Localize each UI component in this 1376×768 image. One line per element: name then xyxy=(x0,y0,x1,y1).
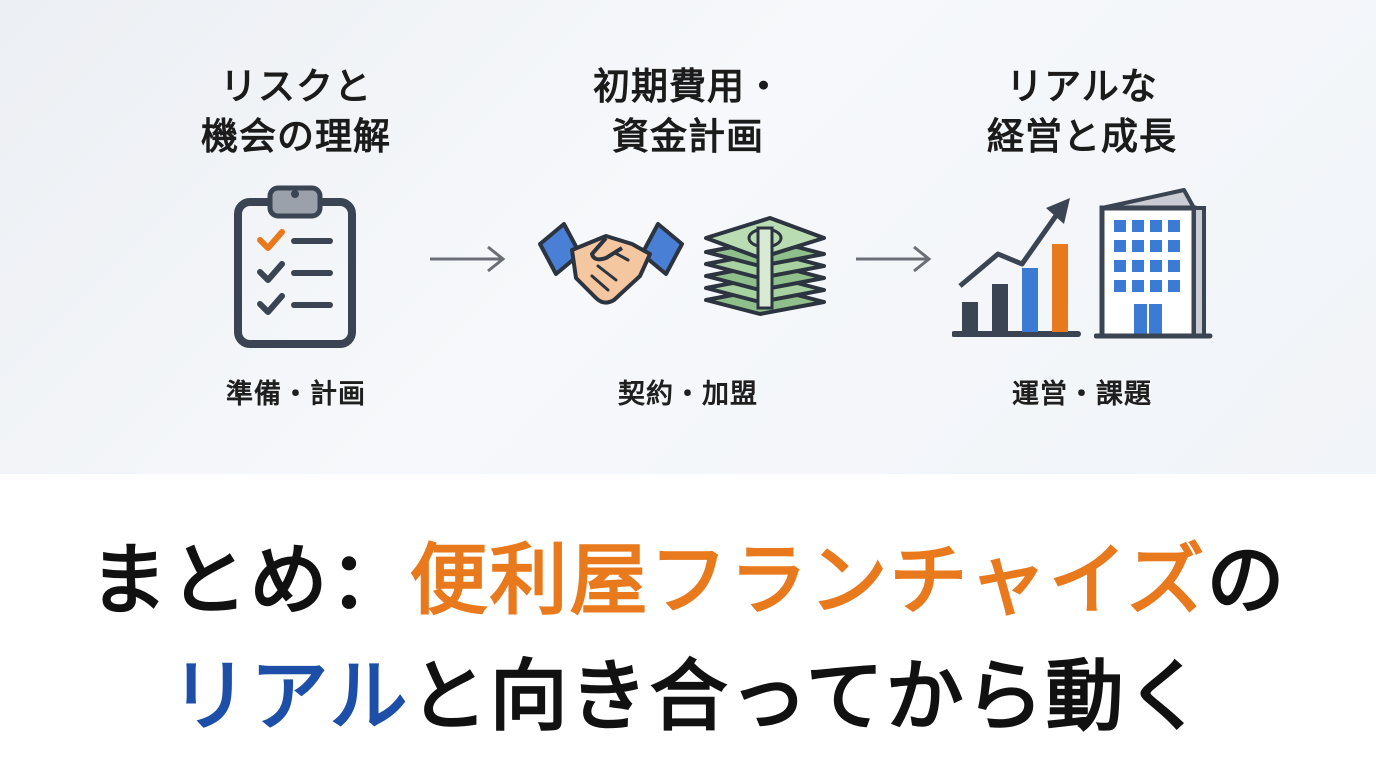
headline-line-2: リアルと向き合ってから動く xyxy=(0,634,1376,746)
step-title: 初期費用・ 資金計画 xyxy=(593,65,783,158)
step-label: 運営・課題 xyxy=(1012,379,1152,410)
step-title: リアルな 経営と成長 xyxy=(987,65,1177,158)
handshake-icon xyxy=(536,214,686,318)
office-building-icon xyxy=(1093,186,1214,346)
money-stack-icon xyxy=(700,208,830,322)
step-title: リスクと 機会の理解 xyxy=(201,65,391,158)
headline-prefix: まとめ： xyxy=(89,536,410,626)
headline-line-1: まとめ：便利屋フランチャイズの xyxy=(0,518,1376,630)
growth-chart-icon xyxy=(951,194,1082,344)
headline-highlight-orange: 便利屋フランチャイズ xyxy=(409,536,1207,626)
step-label: 契約・加盟 xyxy=(618,379,758,410)
step-label: 準備・計画 xyxy=(226,379,366,410)
arrow-right-icon xyxy=(428,244,508,278)
headline-suffix: の xyxy=(1206,536,1287,626)
clipboard-checklist-icon xyxy=(230,180,360,354)
arrow-right-icon xyxy=(854,244,934,278)
headline-highlight-blue: リアル xyxy=(170,652,410,742)
process-panel: リスクと 機会の理解 準備・計画 初期費用・ 資金計画 契約・加盟 xyxy=(0,0,1376,474)
headline-suffix: と向き合ってから動く xyxy=(409,652,1206,742)
